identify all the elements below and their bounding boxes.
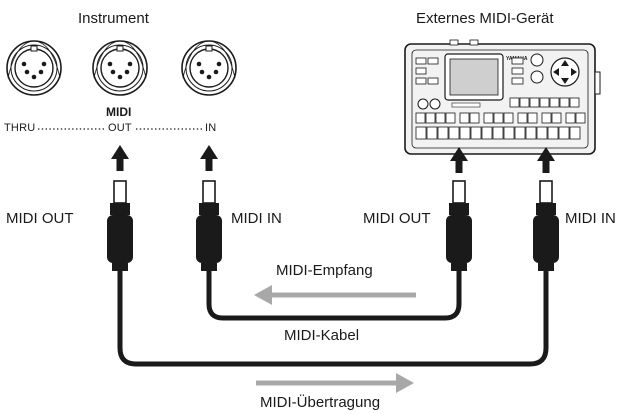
port-label-out: OUT [108, 122, 132, 134]
label-midi-cable: MIDI-Kabel [284, 327, 360, 344]
up-arrow-instrument-out [111, 145, 129, 171]
label-left-midi-out: MIDI OUT [6, 210, 74, 227]
external-device-title: Externes MIDI-Gerät [416, 10, 554, 27]
label-right-midi-out: MIDI OUT [363, 210, 431, 227]
up-arrow-instrument-in [200, 145, 218, 171]
midi-port-group-label: MIDI [106, 105, 132, 119]
din-port-out [92, 40, 148, 96]
external-midi-device: YAMAHA [404, 39, 601, 155]
plug-device-out [445, 180, 473, 272]
din-port-thru [6, 40, 62, 96]
din-port-in [181, 40, 237, 96]
label-midi-transmit: MIDI-Übertragung [260, 394, 381, 411]
plug-device-in [532, 180, 560, 272]
plug-instrument-out [106, 180, 134, 272]
plug-instrument-in [195, 180, 223, 272]
label-midi-receive: MIDI-Empfang [276, 262, 373, 279]
transmit-direction-arrow [256, 373, 414, 393]
cable-out-to-in [117, 270, 549, 367]
port-label-in: IN [205, 122, 217, 134]
receive-direction-arrow [254, 285, 416, 305]
cable-in-to-out [206, 270, 462, 321]
label-right-midi-in: MIDI IN [565, 210, 616, 227]
instrument-title: Instrument [78, 10, 149, 27]
label-left-midi-in: MIDI IN [231, 210, 282, 227]
port-label-thru: THRU [4, 122, 36, 134]
